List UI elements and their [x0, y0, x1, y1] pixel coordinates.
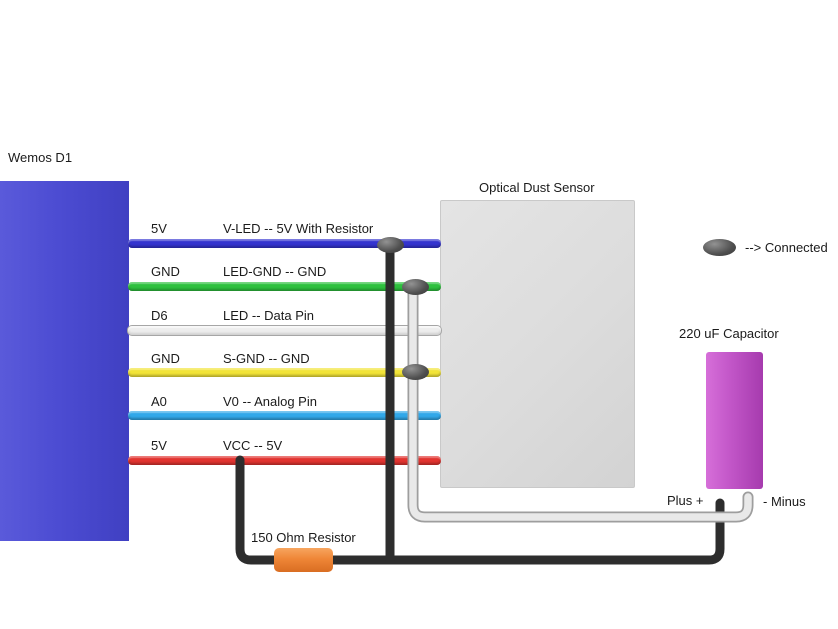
junction-dot-s-gnd [402, 364, 429, 380]
resistor-label: 150 Ohm Resistor [251, 530, 356, 545]
legend-label: --> Connected [745, 240, 828, 255]
pin-label-a0: A0 [151, 394, 167, 409]
sensor-label: Optical Dust Sensor [479, 180, 595, 195]
pin-label-5v-vled: 5V [151, 221, 167, 236]
wire-led-data [128, 326, 441, 335]
pin-label-gnd-s: GND [151, 351, 180, 366]
capacitor-label: 220 uF Capacitor [679, 326, 779, 341]
pin-label-5v-vcc: 5V [151, 438, 167, 453]
wire-label-s-gnd: S-GND -- GND [223, 351, 310, 366]
legend-junction-icon [703, 239, 736, 256]
wire-label-led-data: LED -- Data Pin [223, 308, 315, 323]
wemos-d1-board [0, 181, 129, 541]
wire-analog [128, 411, 441, 420]
capacitor-220uf [706, 352, 763, 489]
wire-vcc [128, 456, 441, 465]
resistor-150ohm [274, 548, 333, 572]
wire-label-analog: V0 -- Analog Pin [223, 394, 317, 409]
board-label: Wemos D1 [8, 150, 73, 165]
junction-dot-vled [377, 237, 404, 253]
optical-dust-sensor [440, 200, 635, 488]
capacitor-plus-label: Plus + [667, 493, 704, 508]
wire-v-led [128, 239, 441, 248]
wire-label-led-gnd: LED-GND -- GND [223, 264, 327, 279]
junction-dot-led-gnd [402, 279, 429, 295]
wire-label-vcc: VCC -- 5V [223, 438, 283, 453]
capacitor-minus-label: - Minus [763, 494, 806, 509]
wire-label-vled: V-LED -- 5V With Resistor [223, 221, 374, 236]
pin-label-d6: D6 [151, 308, 168, 323]
wire-led-gnd [128, 282, 441, 291]
wire-s-gnd [128, 368, 441, 377]
pin-label-gnd-led: GND [151, 264, 180, 279]
